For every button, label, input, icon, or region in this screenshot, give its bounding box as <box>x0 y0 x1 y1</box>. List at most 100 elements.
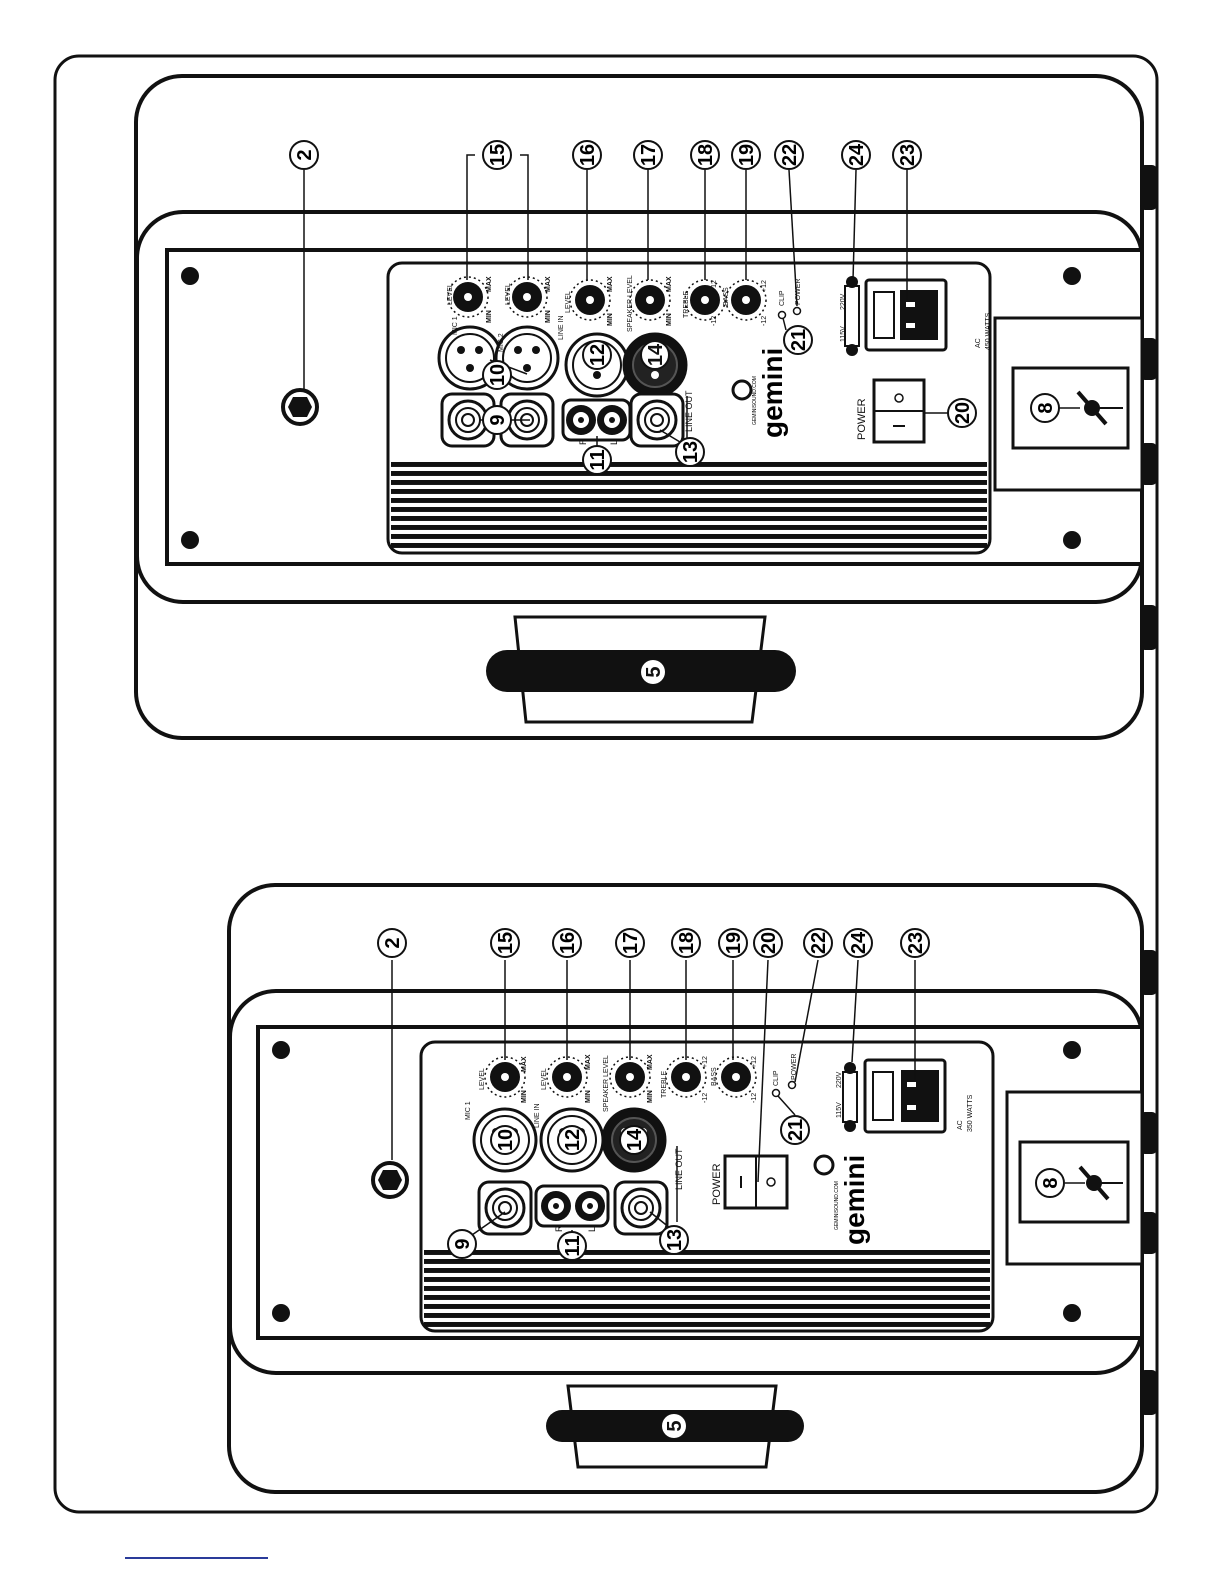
led-label: CLIP <box>779 290 786 306</box>
ac-inlet-pin <box>906 323 915 328</box>
knob-label: MAX <box>585 1054 592 1070</box>
panel-b-foot <box>1140 1370 1157 1415</box>
brand-url: GEMINISOUND.COM <box>834 1181 840 1230</box>
panel-a-foot <box>1140 605 1157 650</box>
voltage-indicator-dot <box>844 1120 856 1132</box>
power-led-icon <box>792 306 802 316</box>
heatsink-fin <box>391 480 987 485</box>
knob-label: +12 <box>751 1056 758 1068</box>
knob-label: MAX <box>545 276 552 292</box>
knob-label: LEVEL <box>505 283 512 305</box>
knob-label: MIC 1 <box>452 316 459 335</box>
callout-number: 24 <box>846 143 868 166</box>
heatsink-fin <box>424 1322 990 1327</box>
knob-label: MIN <box>607 313 614 326</box>
jack-line-out-connector <box>629 392 685 448</box>
knob-label: TREBLE <box>661 1070 668 1098</box>
led-label: CLIP <box>773 1070 780 1086</box>
callout-number: 21 <box>785 1119 807 1141</box>
callout-number: 16 <box>557 932 579 954</box>
knob-label: MIC 1 <box>465 1101 472 1120</box>
panel-b-foot <box>1140 1112 1157 1154</box>
rca-label: R <box>578 438 588 445</box>
callout-number: 23 <box>897 144 919 166</box>
callout-number: 2 <box>382 937 404 948</box>
handle-latch-icon <box>1076 390 1123 426</box>
knob-label: LINE IN <box>534 1103 541 1128</box>
voltage-label: 220V <box>836 1071 843 1088</box>
callout-number: 5 <box>664 1420 686 1431</box>
heatsink-fin <box>391 543 987 548</box>
callout-number: 15 <box>495 932 517 954</box>
screw-icon <box>1063 267 1081 285</box>
knob-label: TREBLE <box>683 290 690 318</box>
callout-number: 22 <box>808 932 830 954</box>
heatsink-fin <box>391 471 987 476</box>
gemini-logo: gemini GEMINISOUND.COM <box>813 1154 870 1245</box>
screw-icon <box>181 267 199 285</box>
knob-label: -12 <box>702 1093 709 1103</box>
panel-b: 2 15 16 17 18 19 20 22 24 23 9 10 11 12 … <box>227 883 1157 1494</box>
panel-a-foot <box>1140 338 1157 380</box>
hex-bolt-icon <box>281 388 319 426</box>
voltage-label: 115V <box>840 326 847 342</box>
knob-label: SPEAKER LEVEL <box>603 1055 610 1112</box>
knob-label: +12 <box>711 280 718 292</box>
brand-url: GEMINISOUND.COM <box>752 376 758 425</box>
panel-a-top-callouts: 2 15 16 17 18 19 22 24 23 <box>289 140 922 170</box>
carry-handle-grip <box>486 650 796 692</box>
screw-icon <box>181 531 199 549</box>
panel-b-top-callouts: 2 15 16 17 18 19 20 22 24 23 <box>377 928 930 958</box>
callout-number: 11 <box>587 449 609 470</box>
voltage-label: 115V <box>836 1102 843 1118</box>
knob-label: SPEAKER LEVEL <box>627 275 634 332</box>
knob-label: MIN <box>647 1090 654 1103</box>
voltage-indicator-dot <box>844 1062 856 1074</box>
callout-leaders <box>303 154 1080 449</box>
ac-label: AC <box>975 338 982 348</box>
callout-number: 12 <box>562 1129 584 1151</box>
gemini-logo: gemini GEMINISOUND.COM <box>731 348 788 438</box>
power-switch-off-symbol <box>894 393 904 403</box>
heatsink-fin <box>424 1277 990 1282</box>
ac-inlet-fuse <box>873 291 895 339</box>
callout-number: 14 <box>624 1128 646 1151</box>
power-switch-label: POWER <box>711 1163 723 1205</box>
rca-connector <box>541 1191 571 1221</box>
callout-number: 2 <box>294 149 316 160</box>
callout-number: 18 <box>676 932 698 954</box>
heatsink-fin <box>424 1304 990 1309</box>
callout-number: 19 <box>723 932 745 954</box>
knob-label: BASS <box>723 287 730 306</box>
panel-b-foot <box>1140 950 1157 995</box>
brand-logo-text: gemini <box>839 1155 870 1245</box>
callout-leaders <box>391 959 1085 1246</box>
rca-connector <box>566 405 596 435</box>
voltage-indicator-dot <box>846 276 858 288</box>
heatsink-fin <box>424 1250 990 1255</box>
knob-label: BASS <box>711 1067 718 1086</box>
voltage-selector-switch <box>842 1071 858 1123</box>
jack-input-connector <box>477 1180 533 1236</box>
heatsink-fin <box>424 1259 990 1264</box>
knob-label: LEVEL <box>479 1068 486 1090</box>
knob-label: +12 <box>761 280 768 292</box>
knob-label: LEVEL <box>541 1068 548 1090</box>
voltage-label: 220V <box>840 293 847 310</box>
callout-number: 13 <box>664 1229 686 1251</box>
heatsink-fin <box>391 507 987 512</box>
panel-b-body-callouts: 9 10 11 12 13 14 21 8 5 <box>447 1115 1065 1438</box>
knob-label: LEVEL <box>565 291 572 313</box>
panel-a-foot <box>1140 443 1157 485</box>
knob-label: MAX <box>486 276 493 292</box>
panel-b-foot <box>1140 1212 1157 1254</box>
hex-bolt-icon <box>371 1161 409 1199</box>
clip-led-icon <box>771 1088 781 1098</box>
ac-inlet-pin <box>907 1082 916 1087</box>
rca-label: R <box>554 1225 564 1232</box>
callout-number: 10 <box>495 1129 517 1151</box>
rca-label: L <box>587 1227 597 1232</box>
ac-inlet-socket <box>900 290 938 340</box>
rca-connector <box>597 405 627 435</box>
